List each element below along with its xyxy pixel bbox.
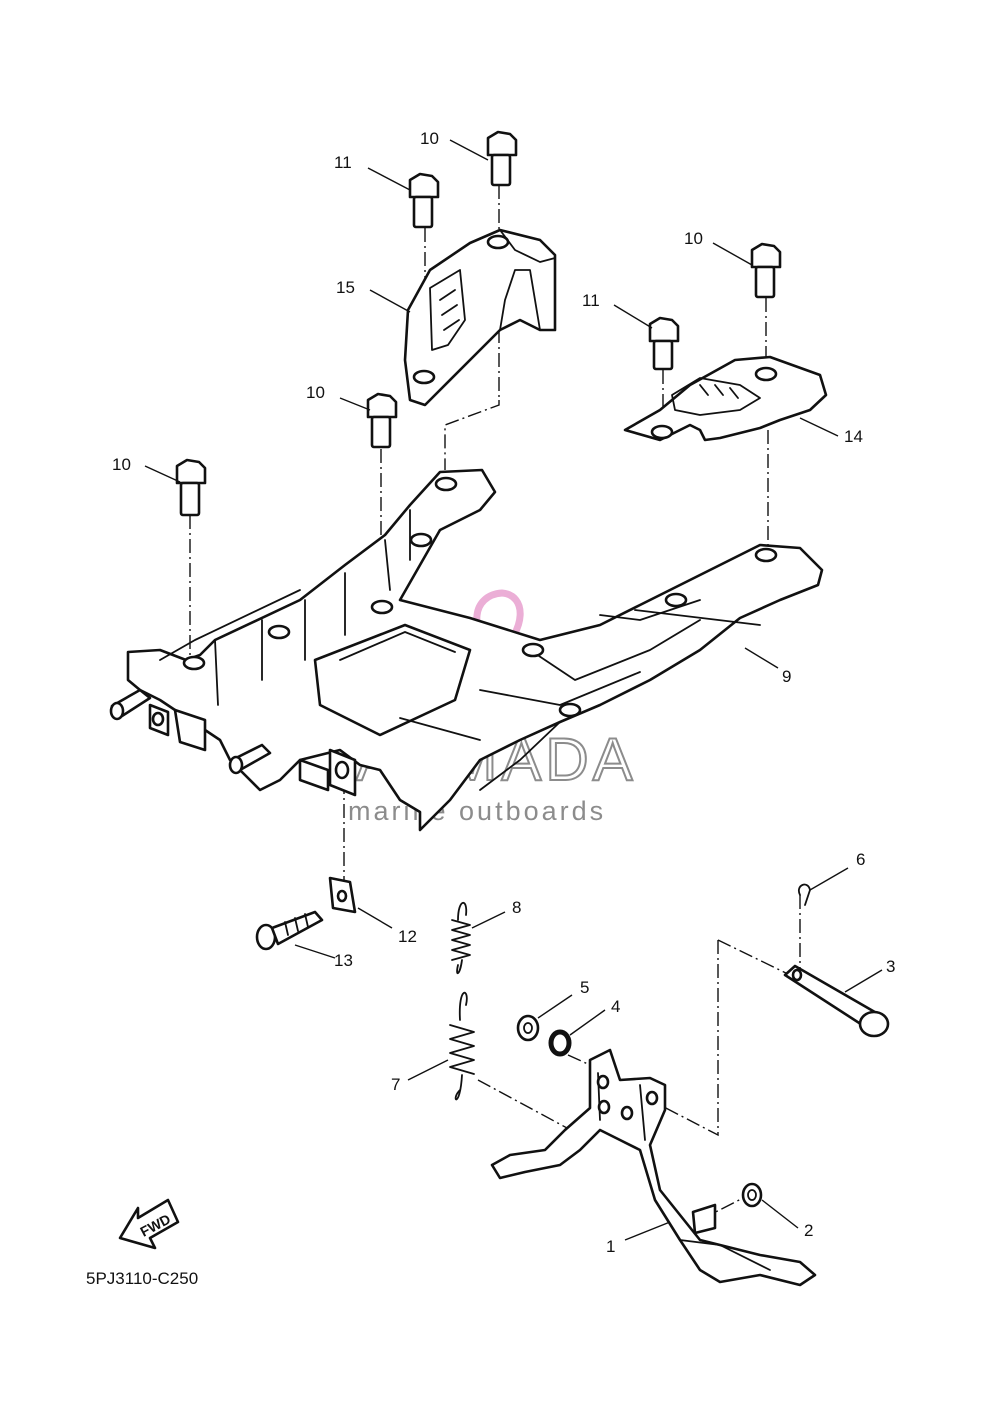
clip-nut-12 <box>328 876 357 914</box>
bolt-10-top <box>486 130 518 187</box>
spring-8 <box>451 901 471 974</box>
bolt-11-right <box>648 316 680 371</box>
watermark-tagline: marine outboards <box>348 796 606 826</box>
bolt-11-top-left <box>408 172 440 229</box>
spring-7 <box>449 991 475 1101</box>
main-stand <box>490 1048 817 1287</box>
callout-9: 9 <box>782 667 791 686</box>
callout-10: 10 <box>684 229 703 248</box>
callout-10: 10 <box>420 129 439 148</box>
bolt-10-right <box>750 242 782 299</box>
callout-1: 1 <box>606 1237 615 1256</box>
callout-15: 15 <box>336 278 355 297</box>
washer-2 <box>741 1182 763 1208</box>
bolt-10-middle <box>366 392 398 449</box>
main-bracket-frame <box>109 468 824 832</box>
right-cover <box>623 355 828 442</box>
leader-lines <box>144 139 883 1241</box>
callout-3: 3 <box>886 957 895 976</box>
callout-7: 7 <box>391 1075 400 1094</box>
callout-6: 6 <box>856 850 865 869</box>
screw-13 <box>255 910 324 951</box>
callout-11: 11 <box>334 153 352 172</box>
callout-12: 12 <box>398 927 417 946</box>
o-ring-4 <box>548 1029 572 1057</box>
left-cover <box>403 228 557 407</box>
callout-10: 10 <box>306 383 325 402</box>
washer-5 <box>516 1014 540 1042</box>
bolt-10-left <box>175 458 207 517</box>
diagram-code: 5PJ3110-C250 <box>86 1269 198 1288</box>
callouts: 10 11 15 10 11 10 10 14 9 12 13 8 7 5 4 … <box>112 129 895 1256</box>
fwd-arrow-icon: FWD <box>118 1198 180 1250</box>
shaft-3 <box>783 964 890 1038</box>
callout-4: 4 <box>611 997 620 1016</box>
callout-8: 8 <box>512 898 521 917</box>
callout-11: 11 <box>582 291 600 310</box>
callout-14: 14 <box>844 427 863 446</box>
callout-5: 5 <box>580 978 589 997</box>
callout-10: 10 <box>112 455 131 474</box>
callout-13: 13 <box>334 951 353 970</box>
callout-2: 2 <box>804 1221 813 1240</box>
